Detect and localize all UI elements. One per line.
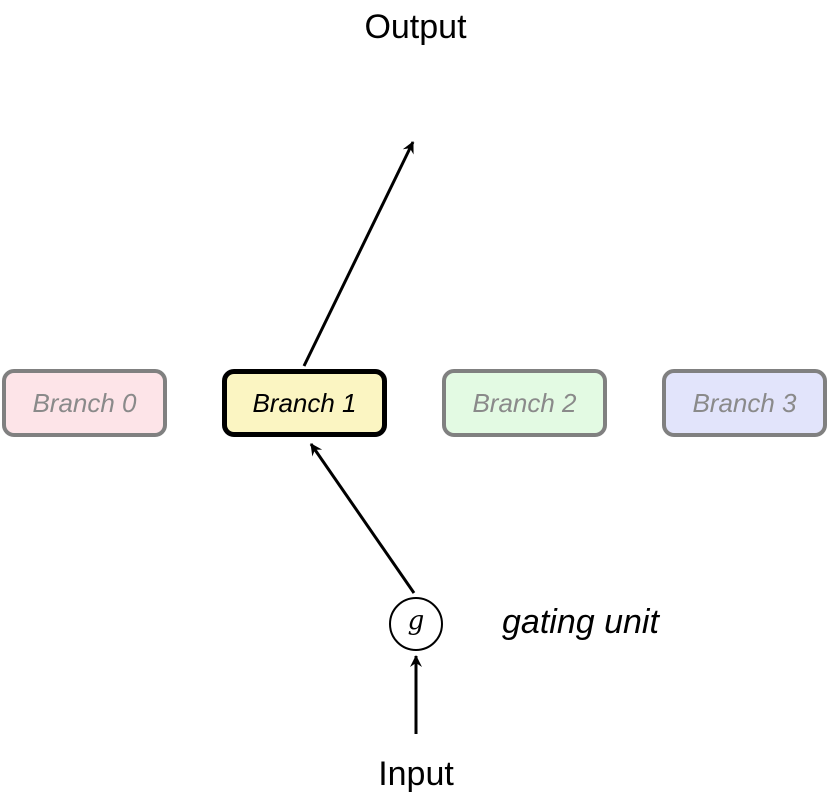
input-label: Input [378, 755, 454, 793]
branch-0-label: Branch 0 [32, 387, 137, 418]
arrow-gate-to-branch-1 [309, 443, 416, 594]
branch-3-box: Branch 3 [662, 369, 827, 437]
arrow-branch-1-to-output [302, 141, 415, 367]
branch-2-label: Branch 2 [472, 387, 577, 418]
gate-symbol: g [407, 606, 425, 636]
branch-1-box: Branch 1 [222, 369, 387, 437]
branch-1-label: Branch 1 [252, 387, 357, 418]
branch-2-box: Branch 2 [442, 369, 607, 437]
gating-unit-label: gating unit [502, 603, 659, 641]
branch-3-label: Branch 3 [692, 387, 797, 418]
branch-0-box: Branch 0 [2, 369, 167, 437]
output-label: Output [364, 8, 467, 46]
gating-unit-node: g [389, 597, 443, 651]
